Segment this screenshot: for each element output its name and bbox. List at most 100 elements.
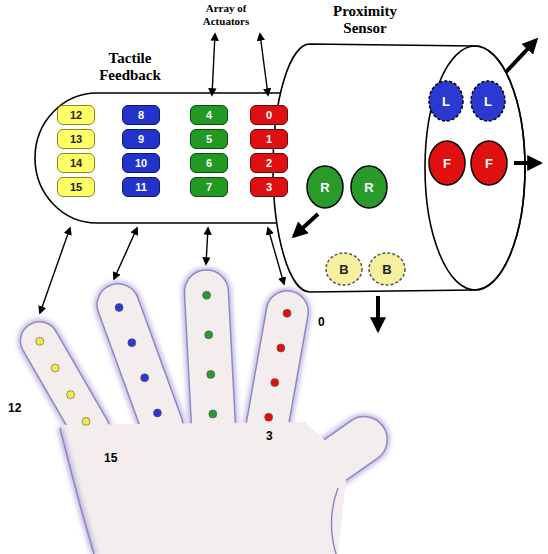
actuator-box: 5 — [190, 129, 228, 149]
actuator-dot — [67, 391, 75, 399]
actuator-number: 10 — [135, 158, 147, 169]
sensor-circle: F — [428, 140, 466, 186]
circle-shape — [369, 253, 405, 285]
sensor-letter: R — [364, 181, 373, 194]
sensor-face — [425, 46, 525, 290]
sensor-circle: L — [470, 80, 506, 122]
device-tube — [35, 93, 305, 223]
actuator-dot — [153, 409, 161, 417]
sensor-circle: B — [325, 252, 363, 286]
sensor-letter: L — [442, 95, 450, 108]
actuator-dot — [283, 309, 291, 317]
sensor-circle: R — [306, 165, 344, 209]
mapping-arrow — [40, 228, 70, 313]
actuator-dot — [51, 364, 59, 372]
callout-number: 0 — [318, 316, 332, 330]
section-label: Array of Actuators — [183, 2, 269, 27]
sensor-circle: R — [350, 165, 388, 209]
circle-shape — [326, 253, 362, 285]
mapping-arrow — [268, 228, 284, 284]
actuator-box: 2 — [250, 153, 288, 173]
section-label: Proximity Sensor — [318, 3, 412, 38]
actuator-number: 11 — [135, 182, 147, 193]
actuator-dot — [36, 337, 44, 345]
actuator-box: 4 — [190, 105, 228, 125]
sensor-circle: L — [428, 80, 464, 122]
section-label: Tactile Feedback — [92, 50, 168, 85]
sense-direction-arrow — [514, 161, 540, 165]
sensor-letter: F — [443, 157, 451, 170]
actuator-dot — [205, 331, 213, 339]
actuator-number: 9 — [138, 134, 144, 145]
actuator-dot — [265, 413, 273, 421]
actuator-dot — [277, 344, 285, 352]
actuator-dot — [115, 303, 123, 311]
actuator-box: 10 — [122, 153, 160, 173]
circle-shape — [307, 166, 343, 208]
actuator-box: 6 — [190, 153, 228, 173]
circle-shape — [351, 166, 387, 208]
actuator-box: 14 — [57, 153, 95, 173]
actuator-number: 2 — [266, 158, 272, 169]
callout-number: 3 — [266, 430, 280, 444]
actuator-number: 13 — [70, 134, 82, 145]
actuator-dot — [141, 374, 149, 382]
actuator-number: 4 — [206, 110, 212, 121]
actuator-box: 1 — [250, 129, 288, 149]
circle-shape — [471, 141, 507, 185]
callout-number: 15 — [104, 452, 126, 466]
actuator-number: 7 — [206, 182, 212, 193]
sensor-cylinder — [273, 44, 525, 292]
sense-direction-arrow — [376, 296, 380, 330]
actuator-box: 8 — [122, 105, 160, 125]
actuator-number: 15 — [70, 182, 82, 193]
actuator-number: 5 — [206, 134, 212, 145]
sensor-circle: B — [368, 252, 406, 286]
actuator-number: 6 — [206, 158, 212, 169]
actuator-dot — [203, 291, 211, 299]
actuator-box: 12 — [57, 105, 95, 125]
mapping-arrow — [114, 228, 137, 279]
pointer-arrow — [212, 34, 215, 95]
actuator-dot — [128, 339, 136, 347]
actuator-dot — [36, 291, 291, 425]
actuator-dot — [209, 410, 217, 418]
pointer-arrow — [260, 34, 268, 95]
palm-outline — [331, 488, 338, 554]
actuator-dot — [271, 379, 279, 387]
actuator-box: 7 — [190, 177, 228, 197]
palm — [58, 422, 348, 554]
actuator-box: 3 — [250, 177, 288, 197]
sense-direction-arrow — [294, 214, 318, 236]
sensor-circle: F — [470, 140, 508, 186]
actuator-box: 15 — [57, 177, 95, 197]
sensor-letter: R — [320, 181, 329, 194]
circle-shape — [429, 141, 465, 185]
palm-outline — [60, 428, 94, 554]
actuator-number: 1 — [266, 134, 272, 145]
actuator-number: 0 — [266, 110, 272, 121]
mapping-arrow — [206, 228, 208, 264]
sensor-letter: L — [484, 95, 492, 108]
circle-shape — [429, 81, 463, 121]
sensor-letter: B — [339, 263, 348, 276]
actuator-box: 11 — [122, 177, 160, 197]
actuator-number: 12 — [70, 110, 82, 121]
palm-outline — [60, 428, 94, 554]
actuator-box: 9 — [122, 129, 160, 149]
actuator-dot — [207, 370, 215, 378]
callout-number: 12 — [8, 402, 30, 416]
circle-shape — [471, 81, 505, 121]
sensor-letter: F — [485, 157, 493, 170]
actuator-number: 14 — [70, 158, 82, 169]
actuator-number: 3 — [266, 182, 272, 193]
sense-direction-arrow — [506, 40, 536, 72]
actuator-number: 8 — [138, 110, 144, 121]
actuator-dot — [82, 417, 90, 425]
hand-illustration — [14, 269, 397, 554]
actuator-box: 13 — [57, 129, 95, 149]
actuator-box: 0 — [250, 105, 288, 125]
sensor-letter: B — [382, 263, 391, 276]
